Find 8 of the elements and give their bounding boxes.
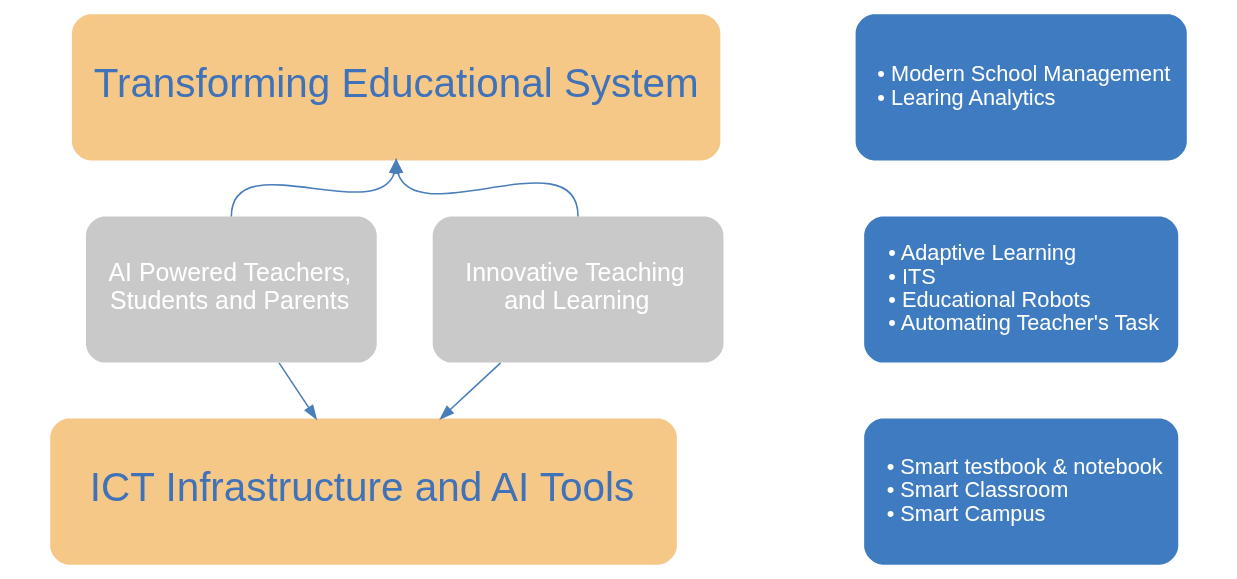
node-box: • Adaptive Learning • ITS • Educational Robots • Automating Teacher's Task [864, 216, 1179, 363]
node-box: • Modern School Management • Learing Analytics [855, 14, 1187, 161]
arrow [392, 158, 579, 218]
arrow [439, 362, 502, 420]
node-box: • Smart testbook & notebook • Smart Classroom • Smart Campus [864, 418, 1179, 565]
arrow [278, 362, 318, 421]
node-box: ICT Infrastructure and AI Tools [50, 418, 677, 565]
node-box: Transforming Educational System [72, 14, 721, 161]
